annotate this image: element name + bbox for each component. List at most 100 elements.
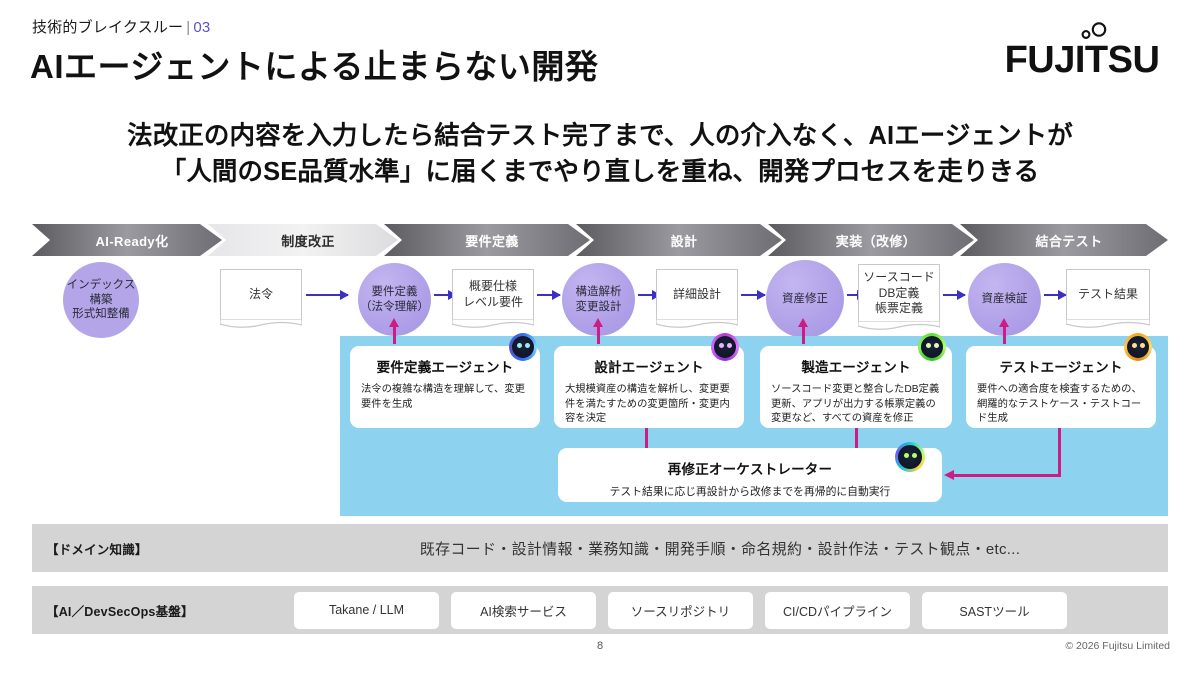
- flow-node-0-line2: 形式知整備: [72, 308, 130, 321]
- phase-3: 設計: [586, 224, 782, 256]
- breadcrumb: 技術的ブレイクスルー|03: [32, 16, 210, 37]
- phase-5: 結合テスト: [970, 224, 1168, 256]
- breadcrumb-label: 技術的ブレイクスルー: [32, 19, 184, 36]
- agent-title-3: テストエージェント: [999, 360, 1123, 375]
- flow-node-spec-doc: 概要仕様 レベル要件: [451, 269, 534, 328]
- breadcrumb-separator: |: [186, 19, 191, 36]
- flow-node-7-line2: DB定義: [878, 285, 920, 300]
- orchestrator-card[interactable]: 再修正オーケストレーター テスト結果に応じ再設計から改修までを再帰的に自動実行: [558, 448, 942, 502]
- agent-card-manufacture[interactable]: 製造エージェント ソースコード変更と整合したDB定義更新、アプリが出力する帳票定…: [760, 346, 952, 428]
- platform-chip-2[interactable]: ソースリポジトリ: [608, 591, 753, 629]
- phase-label-0: AI-Ready化: [95, 233, 169, 249]
- phase-0: AI-Ready化: [42, 224, 222, 256]
- domain-band-label: 【ドメイン知識】: [46, 542, 148, 557]
- flow-node-detail-design-doc: 詳細設計: [655, 269, 738, 328]
- phase-bar-shapes: [32, 224, 1168, 256]
- platform-chip-label-1: AI検索サービス: [480, 604, 567, 619]
- phase-4: 実装（改修）: [778, 224, 974, 256]
- flow-node-2-line2: （法令理解）: [360, 300, 429, 313]
- flow-node-7-line1: ソースコード: [863, 269, 935, 284]
- feedback-arrow-manufacture: [798, 318, 808, 344]
- fujitsu-logo: FUJITSU: [1005, 22, 1160, 80]
- subtitle: 法改正の内容を入力したら結合テスト完了まで、人の介入なく、AIエージェントが 「…: [0, 118, 1200, 190]
- flow-node-5-line1: 詳細設計: [672, 287, 721, 302]
- agent-body-0: 法令の複雑な構造を理解して、変更要件を生成: [361, 384, 525, 410]
- page-number: 8: [596, 640, 604, 652]
- phase-label-5: 結合テスト: [1035, 233, 1103, 249]
- platform-band-label: 【AI／DevSecOps基盤】: [46, 604, 194, 619]
- domain-band-content: 既存コード・設計情報・業務知識・開発手順・命名規約・設計作法・テスト観点・etc…: [332, 538, 1108, 559]
- flow-node-3-line2: レベル要件: [462, 295, 523, 309]
- flow-node-1-line1: 法令: [248, 287, 273, 302]
- agent-card-requirements[interactable]: 要件定義エージェント 法令の複雑な構造を理解して、変更要件を生成: [350, 346, 540, 428]
- agent-bot-icon-manufacture: [918, 333, 946, 361]
- feedback-arrow-design: [593, 318, 603, 344]
- doc-wave-icon: [655, 319, 738, 328]
- flow-arrow-8: [1044, 290, 1067, 300]
- flow-arrow-7: [943, 290, 966, 300]
- phase-label-2: 要件定義: [465, 233, 519, 249]
- platform-chip-label-4: SASTツール: [959, 604, 1030, 619]
- subtitle-line-1: 法改正の内容を入力したら結合テスト完了まで、人の介入なく、AIエージェントが: [127, 122, 1073, 150]
- flow-node-0-line1: インデックス構築: [66, 278, 136, 306]
- flow-arrow-1: [306, 290, 349, 300]
- agent-bot-icon-requirements: [509, 333, 537, 361]
- doc-wave-icon: [451, 319, 534, 328]
- phase-2: 要件定義: [394, 224, 590, 256]
- phase-label-4: 実装（改修）: [835, 233, 917, 249]
- domain-band-text: 既存コード・設計情報・業務知識・開発手順・命名規約・設計作法・テスト観点・etc…: [419, 540, 1021, 558]
- copyright-notice: © 2026 Fujitsu Limited: [1065, 640, 1170, 652]
- flow-arrow-5: [741, 290, 766, 300]
- platform-chip-4[interactable]: SASTツール: [922, 591, 1067, 629]
- doc-wave-icon: [857, 321, 940, 330]
- domain-knowledge-band: 【ドメイン知識】 既存コード・設計情報・業務知識・開発手順・命名規約・設計作法・…: [32, 524, 1168, 572]
- flow-node-index-build: インデックス構築 形式知整備: [63, 262, 139, 338]
- page-title: AIエージェントによる止まらない開発: [30, 48, 599, 85]
- platform-chip-0[interactable]: Takane / LLM: [294, 591, 439, 629]
- phase-1: 制度改正: [218, 224, 398, 256]
- flow-node-4-line1: 構造解析: [575, 285, 622, 298]
- agent-bot-icon-design: [711, 333, 739, 361]
- flow-node-test-result-doc: テスト結果: [1065, 269, 1150, 328]
- phase-bar: AI-Ready化 制度改正 要件定義 設計 実装（改修） 結合テスト: [32, 224, 1168, 256]
- agent-title-1: 設計エージェント: [594, 360, 704, 375]
- breadcrumb-number: 03: [193, 19, 211, 36]
- svg-text:FUJITSU: FUJITSU: [1005, 39, 1160, 80]
- feedback-arrow-test: [999, 318, 1009, 344]
- agent-card-design[interactable]: 設計エージェント 大規模資産の構造を解析し、変更要件を満たすための変更箇所・変更…: [554, 346, 744, 428]
- agent-card-test[interactable]: テストエージェント 要件への適合度を検査するための、網羅的なテストケース・テスト…: [966, 346, 1156, 428]
- flow-node-4-line2: 変更設計: [575, 300, 622, 313]
- platform-chip-label-0: Takane / LLM: [328, 603, 405, 617]
- phase-label-1: 制度改正: [281, 233, 335, 249]
- flow-node-source-doc: ソースコード DB定義 帳票定義: [857, 264, 940, 330]
- agent-body-2: ソースコード変更と整合したDB定義更新、アプリが出力する帳票定義の変更など、すべ…: [771, 384, 940, 425]
- orchestrator-body: テスト結果に応じ再設計から改修までを再帰的に自動実行: [609, 486, 891, 498]
- agent-title-2: 製造エージェント: [801, 360, 911, 375]
- agent-bot-icon-test: [1124, 333, 1152, 361]
- platform-chip-1[interactable]: AI検索サービス: [451, 591, 596, 629]
- platform-chip-3[interactable]: CI/CDパイプライン: [765, 591, 910, 629]
- flow-node-2-line1: 要件定義: [371, 285, 418, 298]
- doc-wave-icon: [1065, 319, 1150, 328]
- flow-node-7-line3: 帳票定義: [874, 301, 923, 316]
- flow-node-8-line1: 資産検証: [981, 293, 1028, 306]
- agent-body-3: 要件への適合度を検査するための、網羅的なテストケース・テストコード生成: [977, 384, 1142, 425]
- agent-body-1: 大規模資産の構造を解析し、変更要件を満たすための変更箇所・変更内容を決定: [565, 384, 730, 425]
- loopback-arrow-vertical: [1058, 420, 1061, 476]
- agent-title-0: 要件定義エージェント: [376, 360, 514, 375]
- loopback-arrow-horizontal: [944, 469, 1061, 480]
- platform-chip-label-3: CI/CDパイプライン: [782, 604, 893, 619]
- flow-node-3-line1: 概要仕様: [468, 279, 517, 294]
- flow-node-law-doc: 法令: [219, 269, 302, 328]
- platform-chip-label-2: ソースリポジトリ: [630, 604, 731, 619]
- flow-node-9-line1: テスト結果: [1077, 287, 1138, 302]
- flow-arrow-3: [537, 290, 561, 300]
- process-flow-row: インデックス構築 形式知整備 法令 要件定義 （法令理解） 概要仕様 レベル要件: [0, 258, 1200, 340]
- orchestrator-bot-icon: [895, 442, 925, 472]
- orchestrator-title: 再修正オーケストレーター: [667, 462, 833, 477]
- flow-node-6-line1: 資産修正: [782, 292, 828, 305]
- subtitle-line-2: 「人間のSE品質水準」に届くまでやり直しを重ね、開発プロセスを走りきる: [160, 158, 1040, 187]
- platform-band: 【AI／DevSecOps基盤】 Takane / LLM AI検索サービス ソ…: [32, 586, 1168, 634]
- feedback-arrow-requirements: [389, 318, 399, 344]
